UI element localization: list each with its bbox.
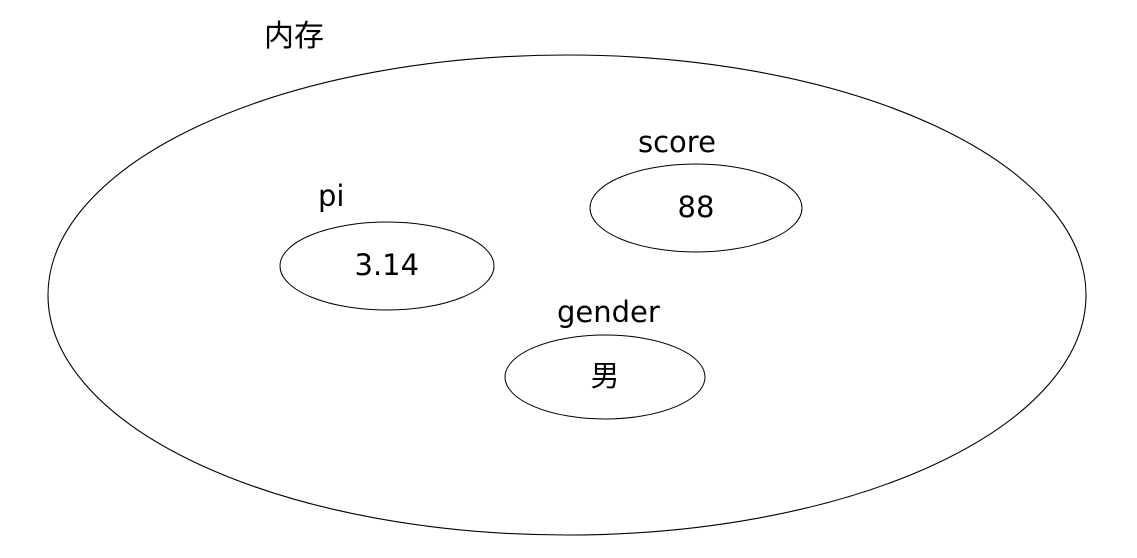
variable-ellipse-score <box>590 164 802 252</box>
memory-container-ellipse <box>47 54 1087 536</box>
variable-value-pi: 3.14 <box>354 248 420 282</box>
variable-ellipse-pi <box>280 222 494 310</box>
variable-name-gender: gender <box>557 295 660 329</box>
variable-value-score: 88 <box>677 190 715 224</box>
variable-name-score: score <box>638 125 716 159</box>
memory-container-label: 内存 <box>264 19 324 54</box>
variable-value-gender: 男 <box>590 359 620 393</box>
variable-ellipse-gender <box>505 335 705 419</box>
variable-name-pi: pi <box>318 179 345 213</box>
